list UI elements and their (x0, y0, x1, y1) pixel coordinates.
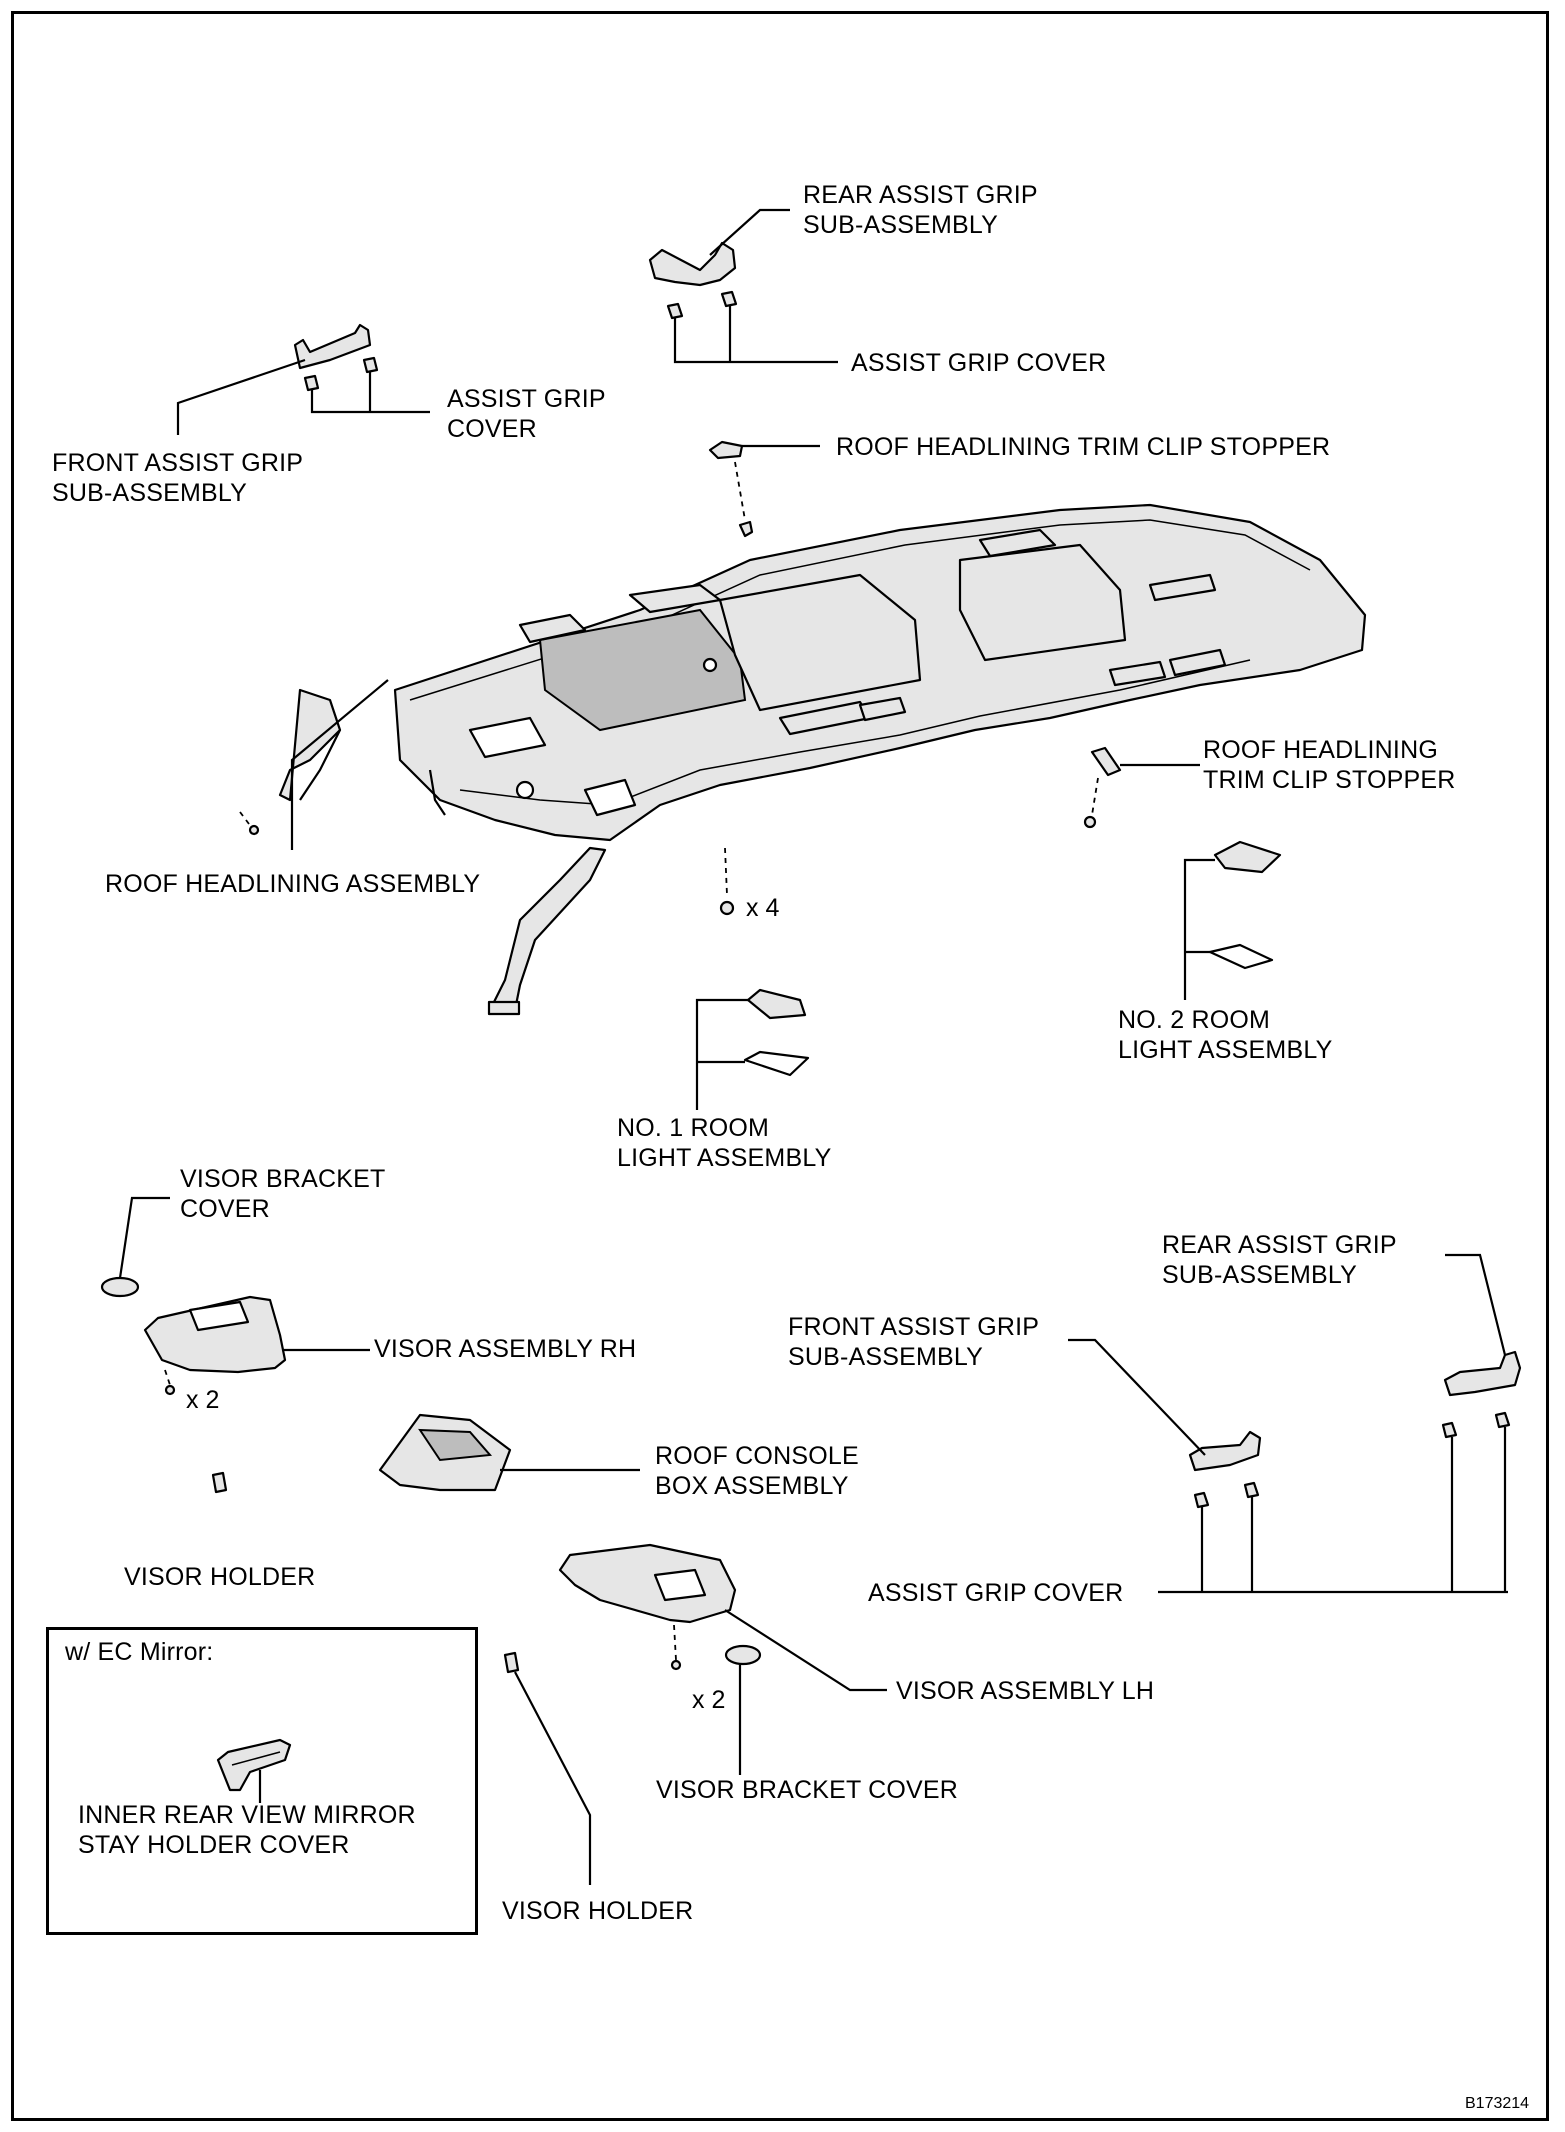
rear-assist-grip-top-part (648, 241, 738, 320)
inset-title: w/ EC Mirror: (65, 1638, 214, 1666)
label-visor-bracket-cover-top: VISOR BRACKET COVER (180, 1165, 386, 1223)
label-visor-holder-left: VISOR HOLDER (124, 1563, 316, 1591)
qty-visor-rh-screws: x 2 (186, 1386, 220, 1414)
roof-console-part (378, 1413, 512, 1492)
visor-lh-part (558, 1543, 737, 1671)
label-no2-room-light: NO. 2 ROOM LIGHT ASSEMBLY (1118, 1006, 1333, 1064)
qty-headlining-clips: x 4 (746, 894, 780, 922)
label-rear-assist-grip-top: REAR ASSIST GRIP SUB-ASSEMBLY (803, 181, 1038, 239)
front-assist-grip-left-part (293, 323, 379, 392)
visor-rh-part (143, 1295, 287, 1396)
qty-visor-lh-screws: x 2 (692, 1686, 726, 1714)
mirror-stay-holder-cover-part (216, 1738, 292, 1792)
label-visor-holder-bottom: VISOR HOLDER (502, 1897, 694, 1925)
leader-roof-headlining (290, 679, 389, 850)
no1-room-light-part (743, 988, 810, 1077)
label-trim-clip-stopper-right: ROOF HEADLINING TRIM CLIP STOPPER (1203, 736, 1456, 794)
label-visor-bracket-cover-bottom: VISOR BRACKET COVER (656, 1776, 959, 1804)
trim-clip-stopper-right-part (1083, 746, 1122, 829)
headlining-clip-part (719, 900, 735, 916)
label-front-assist-grip-left: FRONT ASSIST GRIP SUB-ASSEMBLY (52, 449, 304, 507)
rear-assist-grip-right-part (1441, 1350, 1522, 1439)
label-rear-assist-grip-right: REAR ASSIST GRIP SUB-ASSEMBLY (1162, 1231, 1397, 1289)
trim-clip-stopper-top-part (708, 440, 754, 538)
label-roof-headlining: ROOF HEADLINING ASSEMBLY (105, 870, 481, 898)
label-assist-grip-cover-left: ASSIST GRIP COVER (447, 385, 606, 443)
visor-bracket-cover-top-part (100, 1276, 140, 1298)
leader-assist-grip-cover-left (310, 390, 430, 414)
label-visor-lh: VISOR ASSEMBLY LH (896, 1677, 1155, 1705)
label-mirror-stay-holder-cover: INNER REAR VIEW MIRROR STAY HOLDER COVER (78, 1801, 416, 1859)
leader-front-grip-left (176, 358, 306, 435)
label-visor-rh: VISOR ASSEMBLY RH (374, 1335, 637, 1363)
label-assist-grip-cover-bottom: ASSIST GRIP COVER (868, 1579, 1124, 1607)
label-roof-console: ROOF CONSOLE BOX ASSEMBLY (655, 1442, 859, 1500)
no2-room-light-part (1208, 840, 1282, 970)
label-trim-clip-stopper-top: ROOF HEADLINING TRIM CLIP STOPPER (836, 433, 1331, 461)
label-assist-grip-cover-top: ASSIST GRIP COVER (851, 349, 1107, 377)
visor-holder-left-part (211, 1471, 228, 1494)
front-assist-grip-right-part (1188, 1430, 1262, 1509)
leader-rear-grip-top (709, 208, 790, 256)
ec-mirror-inset (46, 1627, 478, 1935)
label-front-assist-grip-right: FRONT ASSIST GRIP SUB-ASSEMBLY (788, 1313, 1040, 1371)
roof-headlining-part (239, 503, 1367, 1016)
leader-assist-grip-cover-top (673, 318, 838, 364)
visor-holder-bottom-part (503, 1651, 520, 1674)
figure-code: B173214 (1465, 2095, 1530, 2112)
label-no1-room-light: NO. 1 ROOM LIGHT ASSEMBLY (617, 1114, 832, 1172)
visor-bracket-cover-bottom-part (724, 1644, 762, 1666)
